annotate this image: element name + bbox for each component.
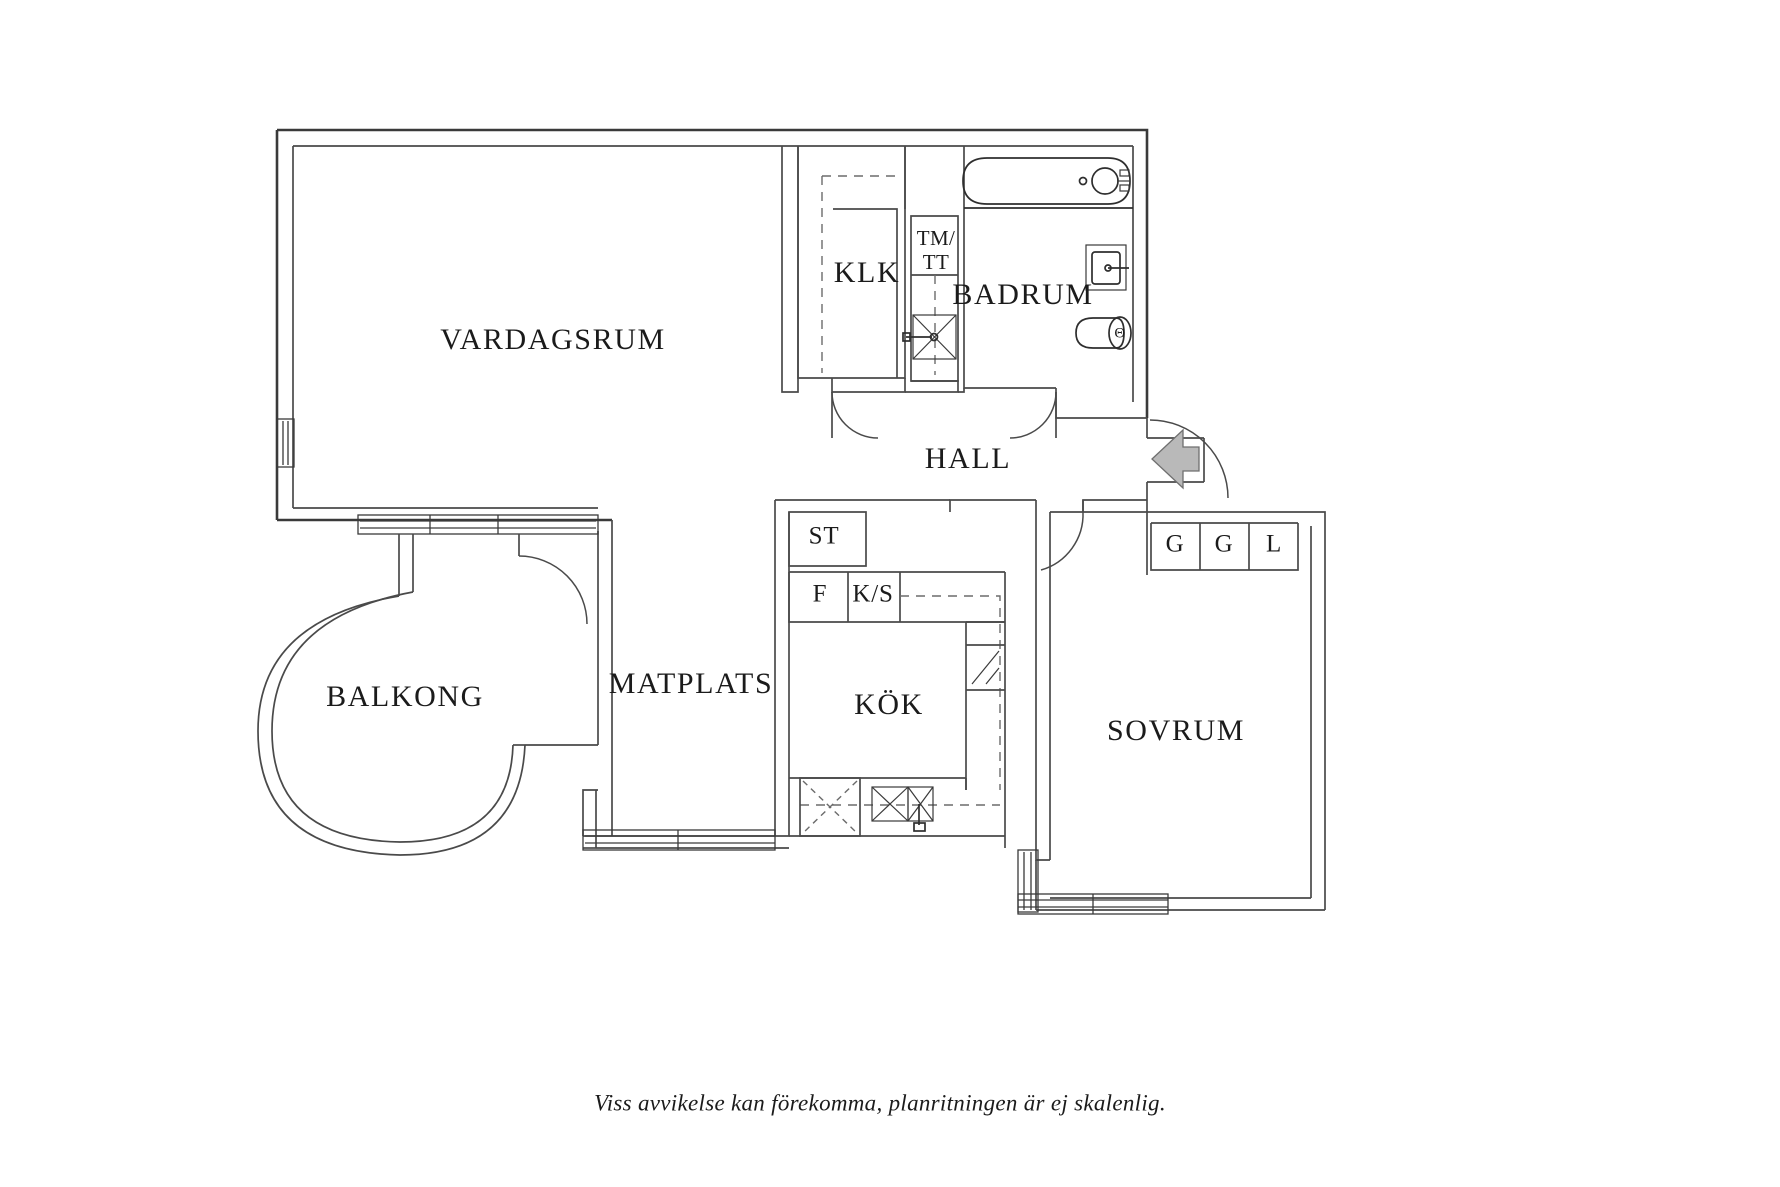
room-label-hall: HALL (925, 442, 1011, 475)
room-labels: VARDAGSRUM BALKONG MATPLATS KÖK HALL BAD… (326, 256, 1245, 747)
bedroom-window-left (1017, 849, 1039, 913)
washbasin-icon (1085, 244, 1129, 291)
bathtub-icon (962, 157, 1133, 209)
stove-icon (799, 777, 861, 837)
room-label-matplats: MATPLATS (609, 667, 774, 700)
living-window (357, 514, 599, 535)
hall-doors (831, 391, 1057, 439)
kitchen-walls (774, 499, 1006, 848)
label-tt: TT (923, 250, 949, 274)
bedroom-window-bottom (1017, 893, 1169, 915)
room-label-sovrum: SOVRUM (1107, 714, 1245, 747)
outer-walls (275, 128, 1149, 522)
entry-walls (1146, 418, 1229, 500)
hall-south-walls (949, 499, 1147, 583)
label-l-1: L (1266, 531, 1282, 558)
room-label-klk: KLK (834, 256, 900, 289)
walls-living-closet (781, 146, 906, 393)
label-g-1: G (1166, 531, 1185, 558)
bedroom-walls (1017, 500, 1326, 915)
label-st: ST (809, 523, 840, 550)
room-label-vardagsrum: VARDAGSRUM (440, 323, 666, 356)
appliance-labels: TM/ TT ST F K/S G G L (809, 226, 1282, 608)
living-window-west (276, 418, 295, 468)
room-label-kok: KÖK (854, 688, 924, 721)
room-label-balkong: BALKONG (326, 680, 484, 713)
label-g-2: G (1215, 531, 1234, 558)
label-tm: TM/ (917, 226, 956, 250)
balcony-outline (257, 534, 588, 856)
washing-machine-icon (902, 314, 957, 360)
label-f: F (813, 581, 828, 608)
entrance-arrow (1151, 428, 1200, 490)
plan-disclaimer-caption: Viss avvikelse kan förekomma, planritnin… (594, 1090, 1166, 1115)
toilet-icon: Θ (1075, 316, 1132, 350)
sink-icon (871, 786, 934, 832)
dining-walls (525, 520, 789, 851)
room-label-badrum: BADRUM (952, 278, 1093, 311)
svg-text:Θ: Θ (1114, 325, 1125, 341)
label-ks: K/S (852, 581, 893, 608)
dining-window-bottom (582, 829, 776, 851)
